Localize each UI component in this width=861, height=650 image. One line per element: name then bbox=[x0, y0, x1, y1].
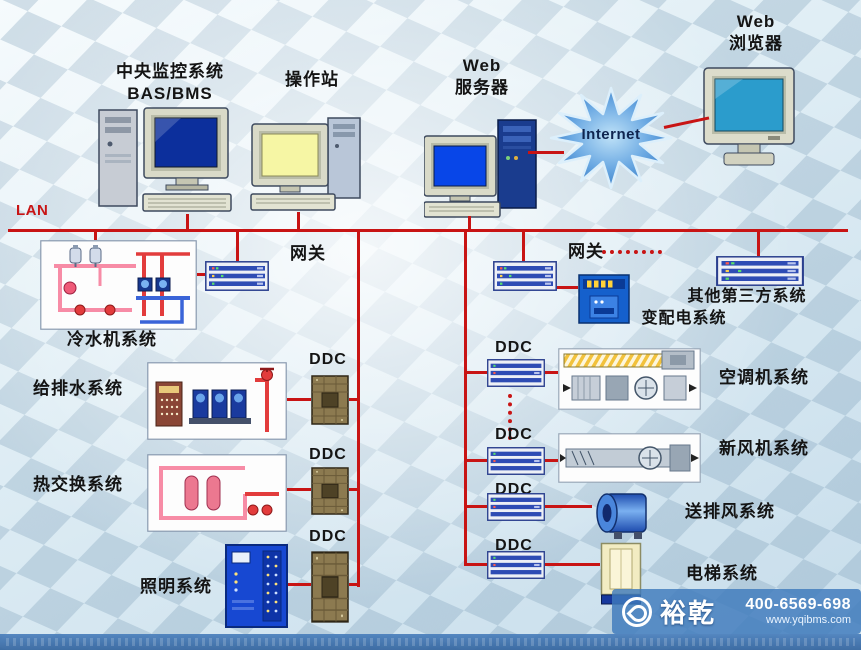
power-distribution-cabinet bbox=[578, 274, 630, 324]
phone-number: 400-6569-698 bbox=[745, 595, 851, 613]
connector-line bbox=[236, 232, 239, 261]
label-ddc: DDC bbox=[495, 426, 533, 443]
heat-exchange-schematic bbox=[147, 454, 287, 532]
label-ddc: DDC bbox=[309, 446, 347, 463]
lan-bus-line bbox=[8, 229, 848, 232]
connector-line bbox=[545, 505, 592, 508]
label-ddc: DDC bbox=[495, 537, 533, 554]
web-browser-monitor bbox=[698, 64, 800, 176]
connector-line bbox=[349, 488, 357, 491]
central-workstation-computer bbox=[96, 104, 236, 216]
label-operator-station: 操作站 bbox=[285, 70, 339, 89]
ddc-controller bbox=[311, 467, 349, 515]
water-supply-drainage-schematic bbox=[147, 362, 287, 440]
chiller-system-schematic bbox=[40, 240, 197, 330]
connector-line bbox=[467, 459, 487, 462]
label-web-browser-2: 浏览器 bbox=[729, 34, 783, 53]
ddc-controller bbox=[311, 375, 349, 425]
bottom-strip bbox=[0, 634, 861, 650]
left-trunk-line bbox=[357, 232, 360, 587]
label-elevator-system: 电梯系统 bbox=[686, 564, 758, 583]
label-heat-exchange-system: 热交换系统 bbox=[33, 475, 123, 494]
label-gateway-right: 网关 bbox=[568, 242, 604, 261]
connector-line bbox=[287, 398, 311, 401]
connector-line bbox=[197, 273, 205, 276]
label-bas-bms: BAS/BMS bbox=[127, 84, 213, 103]
ddc-controller bbox=[487, 551, 545, 579]
brand-name: 裕乾 bbox=[660, 598, 717, 628]
connector-line bbox=[287, 583, 311, 586]
label-lan: LAN bbox=[16, 202, 49, 219]
label-fresh-air-system: 新风机系统 bbox=[719, 439, 809, 458]
gateway-device-left bbox=[205, 261, 269, 291]
label-lighting-system: 照明系统 bbox=[140, 577, 212, 596]
label-ddc: DDC bbox=[309, 528, 347, 545]
connector-line bbox=[349, 583, 357, 586]
gateway-ellipsis-dots bbox=[602, 250, 662, 254]
connector-line bbox=[522, 232, 525, 261]
ddc-controller bbox=[487, 359, 545, 387]
label-central-monitoring: 中央监控系统 bbox=[116, 62, 224, 81]
label-power-distribution: 变配电系统 bbox=[641, 310, 727, 327]
label-chiller-system: 冷水机系统 bbox=[67, 330, 157, 349]
operator-station-computer bbox=[250, 116, 364, 214]
third-party-system-device bbox=[716, 256, 804, 286]
ddc-controller bbox=[311, 551, 349, 623]
ddc-controller bbox=[487, 493, 545, 521]
right-trunk-line bbox=[464, 232, 467, 566]
label-web-server-1: Web bbox=[462, 56, 502, 75]
gateway-device-right bbox=[493, 261, 557, 291]
connector-line bbox=[297, 212, 300, 229]
connector-line bbox=[467, 371, 487, 374]
connector-line bbox=[94, 232, 97, 240]
brand-logo-icon bbox=[622, 596, 652, 627]
connector-line bbox=[528, 151, 564, 154]
label-internet: Internet bbox=[581, 126, 641, 143]
connector-line bbox=[467, 505, 487, 508]
label-web-browser-1: Web bbox=[736, 12, 776, 31]
connector-line bbox=[545, 371, 558, 374]
internet-cloud-star bbox=[548, 84, 674, 192]
connector-line bbox=[557, 286, 578, 289]
label-ddc: DDC bbox=[495, 339, 533, 356]
connector-line bbox=[545, 459, 558, 462]
connector-line bbox=[349, 398, 357, 401]
label-air-conditioning-system: 空调机系统 bbox=[719, 368, 809, 387]
connector-line bbox=[467, 563, 487, 566]
label-web-server-2: 服务器 bbox=[455, 78, 509, 97]
watermark-panel: 裕乾 400-6569-698 www.yqibms.com bbox=[612, 589, 861, 634]
web-server-computer bbox=[424, 118, 538, 218]
connector-line bbox=[287, 488, 311, 491]
connector-line bbox=[545, 563, 600, 566]
label-gateway-left: 网关 bbox=[290, 244, 326, 263]
connector-line bbox=[757, 232, 760, 256]
fresh-air-unit-schematic bbox=[558, 433, 701, 483]
website-url: www.yqibms.com bbox=[766, 614, 851, 627]
lighting-panel bbox=[225, 544, 288, 628]
more-systems-dots bbox=[508, 394, 512, 440]
ahu-schematic bbox=[558, 348, 701, 410]
supply-exhaust-fan bbox=[592, 489, 654, 541]
label-third-party-system: 其他第三方系统 bbox=[687, 288, 807, 305]
connector-line bbox=[468, 216, 471, 229]
ddc-controller bbox=[487, 447, 545, 475]
label-water-supply-system: 给排水系统 bbox=[33, 379, 123, 398]
label-supply-exhaust-fan-system: 送排风系统 bbox=[685, 502, 775, 521]
label-ddc: DDC bbox=[309, 351, 347, 368]
connector-line bbox=[186, 214, 189, 229]
